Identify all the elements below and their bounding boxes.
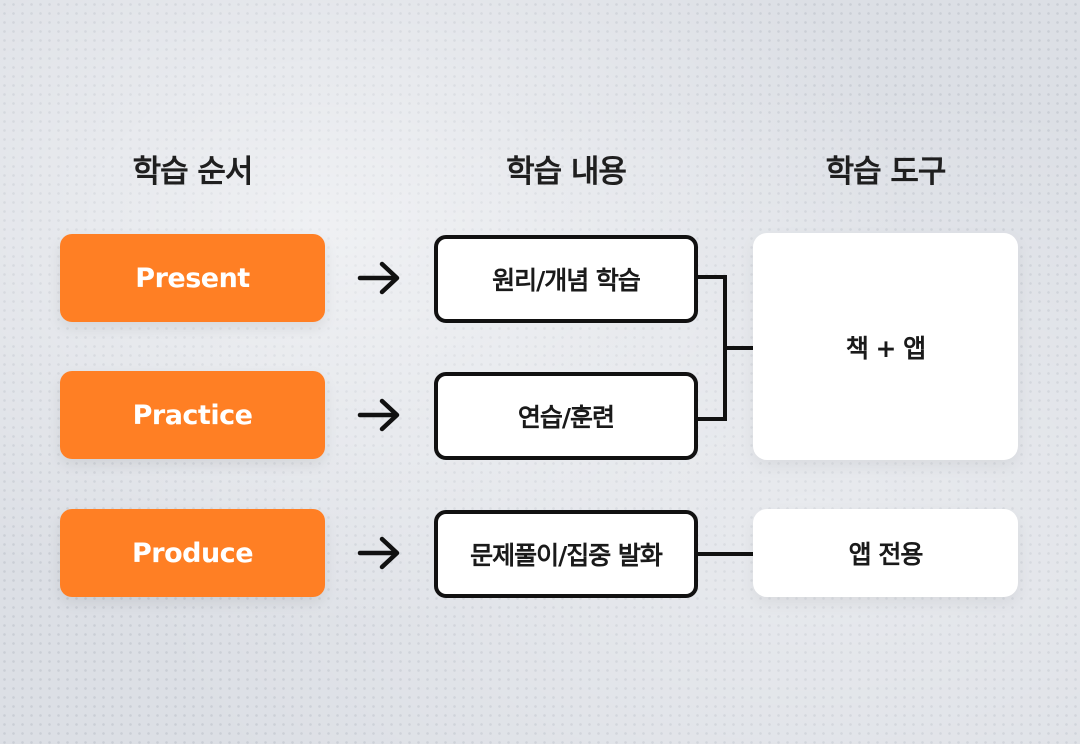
arrow-right-icon bbox=[357, 261, 400, 295]
content-principle-concept: 원리/개념 학습 bbox=[434, 235, 698, 323]
arrow-right-icon bbox=[357, 536, 400, 570]
header-learning-tools: 학습 도구 bbox=[825, 154, 947, 190]
arrow-right-icon bbox=[357, 398, 400, 432]
tool-app-only: 앱 전용 bbox=[753, 509, 1018, 597]
header-learning-content: 학습 내용 bbox=[506, 154, 627, 190]
content-problem-solving-speaking: 문제풀이/집중 발화 bbox=[434, 510, 698, 598]
header-learning-order: 학습 순서 bbox=[132, 154, 254, 190]
content-practice-training: 연습/훈련 bbox=[434, 372, 698, 460]
connector-top bbox=[698, 275, 727, 421]
stage-produce: Produce bbox=[60, 509, 325, 597]
tool-book-and-app: 책 + 앱 bbox=[753, 233, 1018, 460]
stage-practice: Practice bbox=[60, 371, 325, 459]
stage-present: Present bbox=[60, 234, 325, 322]
